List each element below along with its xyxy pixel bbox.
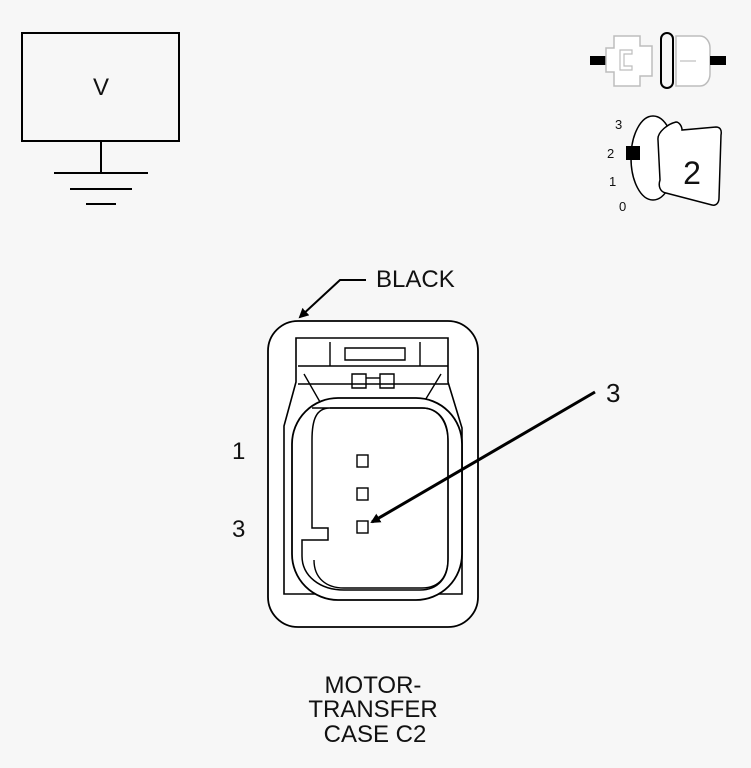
ignition-position-0: 0 (619, 199, 626, 214)
voltmeter-label: V (93, 74, 109, 101)
connector-face: BLACK 1 3 3 MOTOR- TRANS (232, 266, 620, 748)
ignition-selected-position: 2 (683, 155, 701, 191)
terminal-cavity-3 (356, 520, 369, 534)
probe-pin-label: 3 (606, 378, 620, 408)
connector-name-line-1: MOTOR- (325, 672, 422, 699)
pin-label-3: 3 (232, 516, 245, 543)
connector-latch (298, 342, 448, 403)
ignition-position-1: 1 (609, 174, 616, 189)
voltmeter-symbol: V (21, 32, 180, 205)
ignition-position-3: 3 (615, 117, 622, 132)
terminal-cavity-2 (356, 487, 369, 501)
connector-name-line-3: CASE C2 (324, 721, 427, 748)
ground-icon (54, 172, 148, 205)
connector-key-cavity (301, 407, 449, 591)
ignition-switch-icon: 3 2 1 0 2 (607, 115, 722, 214)
connector-name-line-2: TRANSFER (308, 696, 437, 723)
ignition-position-2: 2 (607, 146, 614, 161)
connector-color-label: BLACK (376, 266, 455, 293)
color-callout-leader (298, 279, 366, 319)
pin-label-1: 1 (232, 438, 245, 465)
ignition-position-indicator (626, 146, 640, 160)
probe-arrow (370, 390, 596, 524)
connector-disconnected-icon (590, 32, 726, 89)
terminal-cavity-1 (356, 454, 369, 468)
